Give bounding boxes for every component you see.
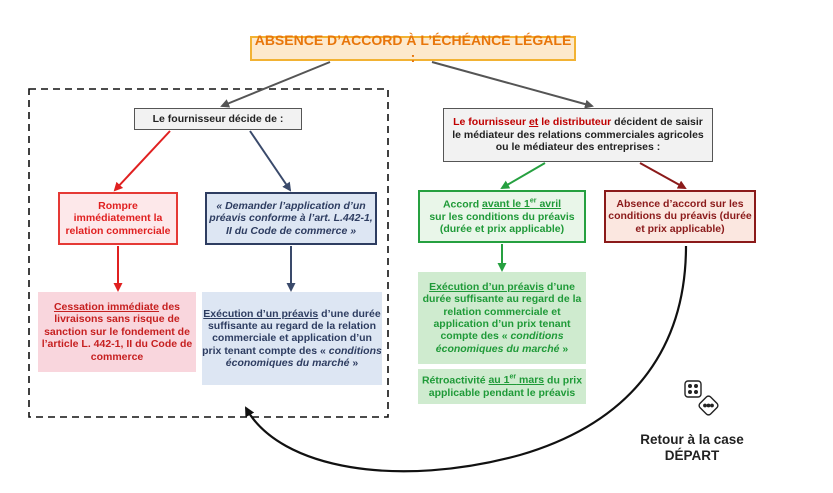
- arrow-saisir-to-absence: [639, 162, 687, 189]
- retro-rest: du prix applicable pendant le préavis: [428, 374, 583, 399]
- retro-underlined: au 1er mars: [488, 373, 545, 387]
- rompre-text: Rompre immédiatement la relation commerc…: [65, 199, 171, 237]
- title-text: ABSENCE D’ACCORD À L’ÉCHÉANCE LÉGALE :: [254, 31, 572, 65]
- accord-rest: sur les conditions du préavis (durée et …: [429, 210, 575, 235]
- dice-icon: [684, 380, 719, 416]
- retroactivite-text: Rétroactivité au 1er mars du prix applic…: [418, 374, 586, 399]
- cessation-box: Cessation immédiate des livraisons sans …: [38, 292, 196, 372]
- execution-left-italic: conditions économiques du marché: [225, 344, 382, 370]
- execution-right-rest: d’une durée suffisante au regard de la r…: [422, 280, 582, 343]
- title-banner: ABSENCE D’ACCORD À L’ÉCHÉANCE LÉGALE :: [250, 32, 576, 65]
- mediation-box: Le fournisseur et le distributeur décide…: [443, 108, 713, 162]
- accord-sup: er: [529, 197, 537, 205]
- cessation-underlined: Cessation immédiate: [53, 301, 160, 314]
- retour-text: Retour à la case DÉPART: [640, 432, 744, 463]
- arrow-saisir-to-accord: [500, 162, 546, 190]
- retro-sup: er: [509, 373, 517, 381]
- mediation-et: et: [528, 116, 539, 129]
- execution-left-underlined: Exécution d’un préavis: [203, 307, 319, 320]
- mediation-fournisseur: Le fournisseur: [453, 116, 527, 129]
- mediation-rest: décident de saisir le médiateur des rela…: [452, 116, 704, 154]
- cessation-text: Cessation immédiate des livraisons sans …: [38, 301, 196, 363]
- execution-right-end: »: [559, 342, 569, 355]
- arrow-title-to-saisir: [431, 61, 594, 109]
- demander-text: « Demander l’application d’un préavis co…: [209, 199, 373, 237]
- accord-underlined: avant le 1er avril: [482, 197, 562, 211]
- absence-accord-box: Absence d’accord sur les conditions du p…: [604, 190, 756, 243]
- fournisseur-decide-text: Le fournisseur décide de :: [152, 112, 284, 125]
- arrow-decide-to-demander: [249, 130, 292, 192]
- rompre-box: Rompre immédiatement la relation commerc…: [58, 192, 178, 245]
- execution-left-text: Exécution d’un préavis d’une durée suffi…: [202, 308, 382, 370]
- accord-date-month: avril: [536, 198, 562, 211]
- mediation-text: Le fournisseur et le distributeur décide…: [448, 116, 708, 153]
- execution-preavis-right-box: Exécution d’un préavis d’une durée suffi…: [418, 272, 586, 364]
- retroactivite-box: Rétroactivité au 1er mars du prix applic…: [418, 369, 586, 404]
- accord-date-day: avant le 1: [482, 198, 530, 211]
- retro-date-day: au 1: [488, 374, 510, 387]
- execution-preavis-left-box: Exécution d’un préavis d’une durée suffi…: [202, 292, 382, 385]
- execution-left-end: »: [349, 357, 359, 370]
- arrow-retour-depart: [245, 245, 688, 473]
- retour-depart-label: Retour à la case DÉPART: [632, 430, 752, 466]
- dashed-frame: [28, 88, 389, 418]
- demander-preavis-box: « Demander l’application d’un préavis co…: [205, 192, 377, 245]
- arrow-decide-to-rompre: [113, 130, 171, 192]
- execution-left-rest: d’une durée suffisante au regard de la r…: [202, 307, 381, 357]
- cessation-rest: des livraisons sans risque de sanction s…: [41, 301, 193, 363]
- execution-right-text: Exécution d’un préavis d’une durée suffi…: [418, 281, 586, 355]
- execution-right-italic: conditions économiques du marché: [435, 330, 564, 355]
- arrow-title-to-decide: [220, 61, 331, 108]
- accord-pre: Accord: [442, 198, 483, 211]
- retro-pre: Rétroactivité: [421, 374, 489, 387]
- fournisseur-decide-box: Le fournisseur décide de :: [134, 108, 302, 130]
- execution-right-underlined: Exécution d’un préavis: [429, 280, 545, 293]
- mediation-distributeur: le distributeur: [541, 116, 612, 129]
- retro-date-month: mars: [516, 374, 545, 387]
- absence-text: Absence d’accord sur les conditions du p…: [608, 197, 752, 235]
